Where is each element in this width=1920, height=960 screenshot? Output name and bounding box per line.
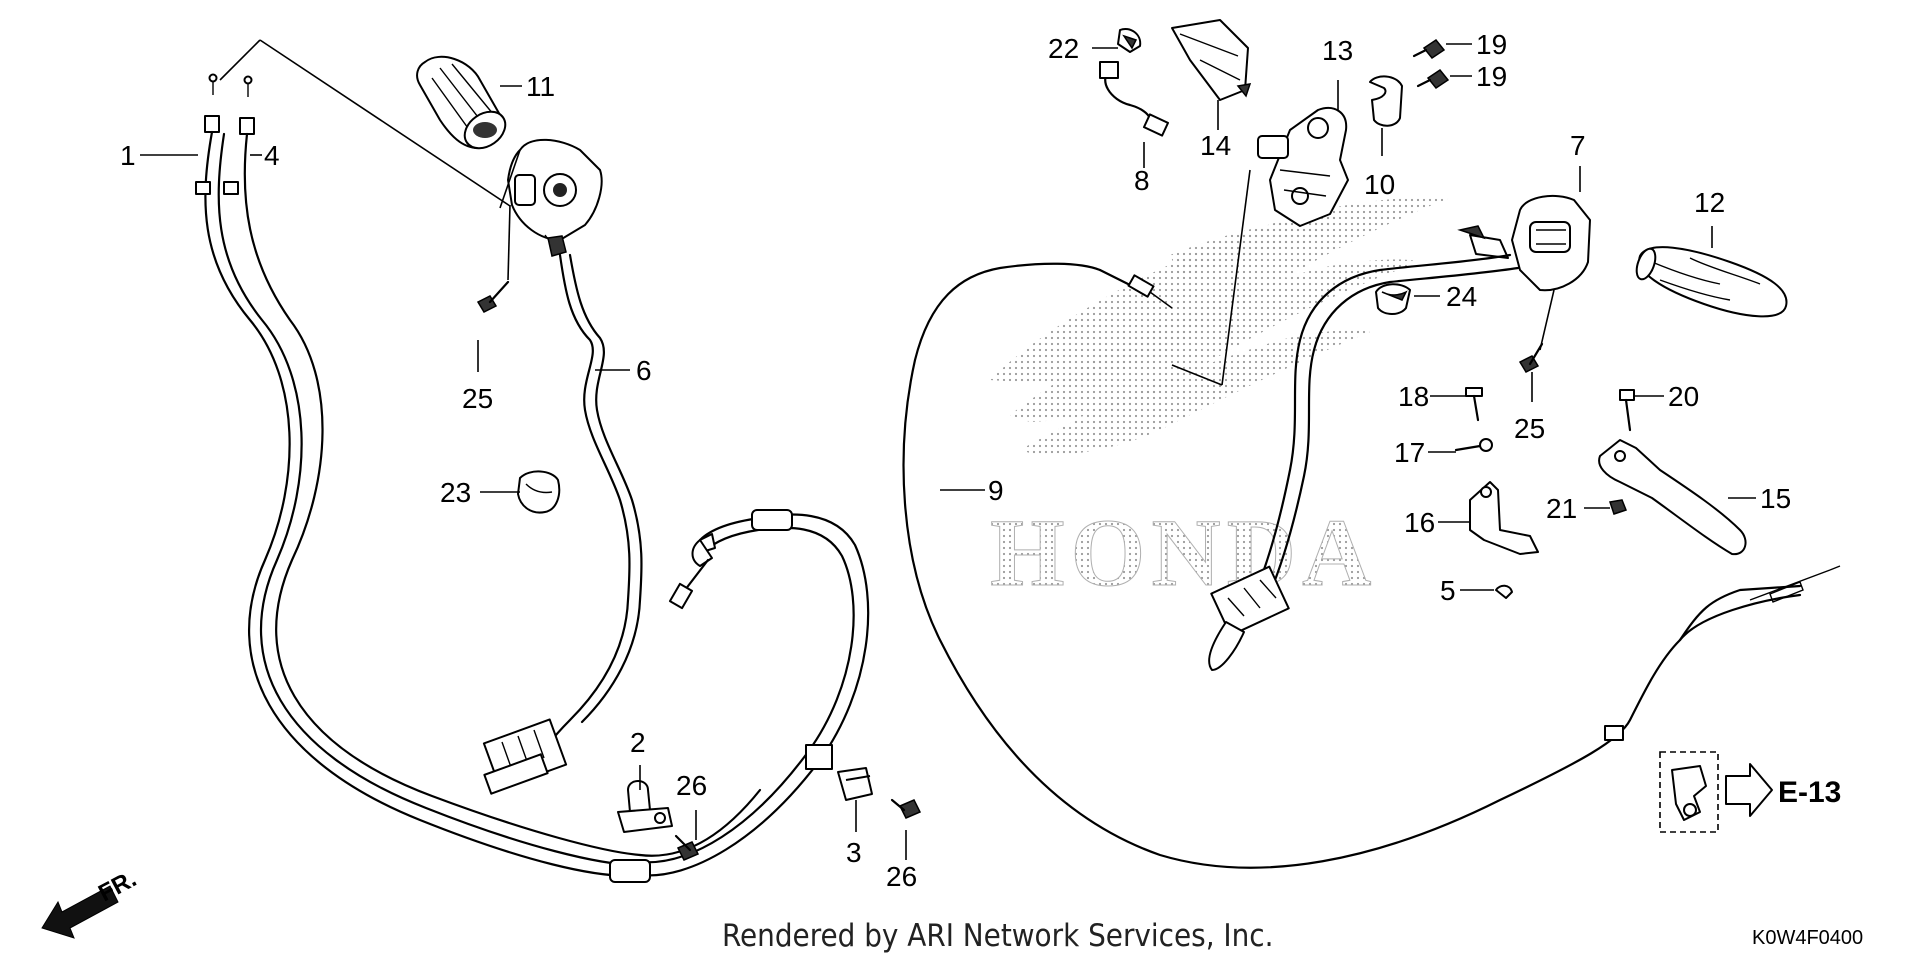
callout-10: 10 — [1364, 169, 1395, 200]
stop-switch-8 — [1099, 61, 1170, 137]
arrow-right-icon — [1725, 763, 1773, 817]
callout-8: 8 — [1134, 165, 1150, 196]
callout-26-right: 26 — [886, 861, 917, 892]
brake-lever-15 — [1598, 439, 1747, 556]
bolt-26-left — [674, 834, 700, 861]
pin-18 — [1465, 387, 1483, 422]
callout-16: 16 — [1404, 507, 1435, 538]
throttle-grip — [416, 55, 507, 150]
bolt-20 — [1619, 389, 1635, 432]
footer-credit: Rendered by ARI Network Services, Inc. — [722, 918, 1274, 954]
callout-22: 22 — [1048, 33, 1079, 64]
honda-watermark-text: HONDA — [990, 499, 1377, 606]
callout-19-bottom: 19 — [1476, 61, 1507, 92]
holder-10 — [1369, 75, 1403, 127]
callout-13: 13 — [1322, 35, 1353, 66]
throttle-cables — [195, 73, 870, 883]
clip-17 — [1454, 438, 1493, 452]
leader-lines — [140, 43, 1756, 860]
callout-18: 18 — [1398, 381, 1429, 412]
callout-9: 9 — [988, 475, 1004, 506]
left-switch-housing-7 — [1457, 194, 1591, 292]
right-switch-harness — [528, 253, 631, 772]
grip-12 — [1635, 246, 1788, 318]
bolts-19 — [1412, 38, 1450, 90]
cover-14 — [1171, 19, 1252, 101]
callout-19-top: 19 — [1476, 29, 1507, 60]
callout-12: 12 — [1694, 187, 1725, 218]
callout-21: 21 — [1546, 493, 1577, 524]
callout-1: 1 — [120, 140, 136, 171]
part-24 — [1375, 283, 1411, 315]
reference-e13-label: E-13 — [1778, 776, 1841, 809]
front-arrow: FR. — [41, 865, 141, 939]
bolt-25-left — [476, 204, 511, 313]
callout-15: 15 — [1760, 483, 1791, 514]
nut-21 — [1609, 499, 1627, 515]
callout-23: 23 — [440, 477, 471, 508]
arrow-front-icon — [41, 885, 119, 939]
connector-6 — [482, 718, 568, 795]
callout-14: 14 — [1200, 130, 1231, 161]
callout-2: 2 — [630, 727, 646, 758]
callout-25-left: 25 — [462, 383, 493, 414]
callout-26-left: 26 — [676, 770, 707, 801]
lever-bracket-13 — [1257, 107, 1349, 227]
bolt-26-right — [890, 798, 922, 819]
callout-4: 4 — [264, 140, 280, 171]
reference-e13: E-13 — [1659, 751, 1841, 833]
callout-labels: 1 4 11 6 25 23 2 26 3 26 9 22 8 14 13 10… — [120, 29, 1791, 892]
diagram-code: K0W4F0400 — [1752, 927, 1863, 949]
part-22 — [1117, 28, 1142, 53]
part-23-cap — [517, 470, 561, 514]
callout-7: 7 — [1570, 130, 1586, 161]
brake-cable-9 — [902, 262, 1841, 869]
bracket-16 — [1469, 481, 1539, 555]
callout-5: 5 — [1440, 575, 1456, 606]
callout-24: 24 — [1446, 281, 1477, 312]
callout-17: 17 — [1394, 437, 1425, 468]
callout-3: 3 — [846, 837, 862, 868]
connector-7 — [1208, 565, 1290, 671]
callout-25-right: 25 — [1514, 413, 1545, 444]
nut-5 — [1495, 584, 1513, 599]
clamp-3 — [837, 767, 873, 801]
right-switch-housing — [507, 138, 603, 257]
honda-wing-watermark: HONDA — [990, 197, 1450, 607]
bolt-25-right — [1518, 289, 1555, 373]
clamp-2 — [617, 780, 673, 833]
callout-11: 11 — [526, 71, 555, 102]
callout-20: 20 — [1668, 381, 1699, 412]
callout-6: 6 — [636, 355, 652, 386]
